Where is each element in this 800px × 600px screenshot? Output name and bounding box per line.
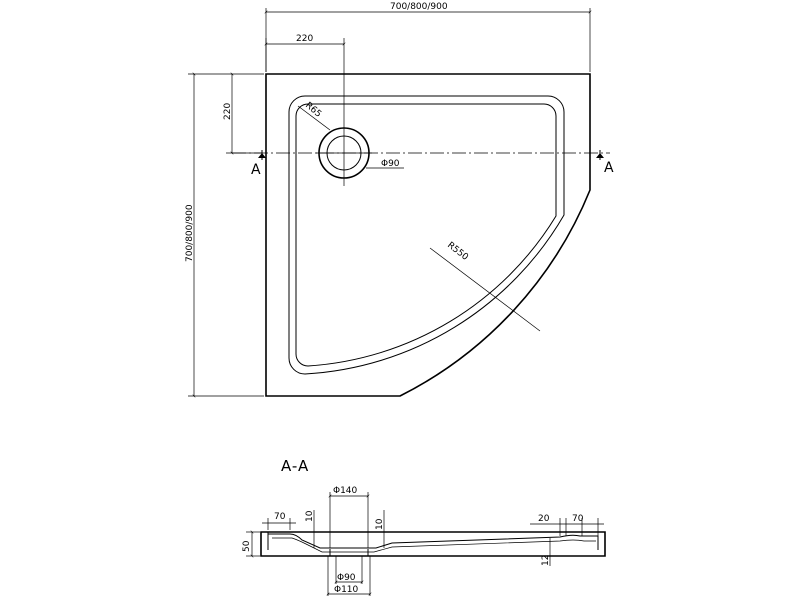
rim-right-label: 70 [572, 514, 584, 524]
section-top-surface [267, 532, 599, 550]
outlet-inner-label: Φ90 [337, 573, 356, 583]
drain-offset-x-label: 220 [296, 34, 313, 44]
section-body [260, 531, 606, 557]
drain-diameter-label: Φ90 [381, 159, 400, 169]
section-drain-well [329, 549, 369, 556]
basin-outer-edge [288, 95, 565, 375]
drain-offset-y-label: 220 [223, 103, 233, 120]
tray-outline [265, 73, 591, 397]
section-mark-right: A [604, 160, 614, 176]
outlet-outer-label: Φ110 [334, 585, 359, 595]
plan-view: A A 700/800/900 220 700/800/900 220 R65 … [185, 2, 614, 398]
drop-right-label: 10 [375, 518, 385, 530]
corner-radius-label: R65 [303, 101, 323, 120]
arc-radius-leader [429, 247, 541, 332]
rim-left-label: 70 [274, 512, 286, 522]
drop-left-label: 10 [305, 510, 315, 522]
corner-radius-leader [297, 105, 331, 131]
step-right-label: 20 [538, 514, 550, 524]
section-view: A-A Φ140 70 10 10 50 [242, 457, 606, 596]
floor-depth-label: 12 [541, 555, 551, 566]
section-title: A-A [281, 457, 309, 475]
arc-radius-label: R550 [445, 240, 470, 262]
top-diameter-label: Φ140 [333, 486, 358, 496]
basin-inner-edge [295, 103, 557, 367]
overall-width-label: 700/800/900 [390, 2, 448, 12]
overall-depth-label: 700/800/900 [185, 204, 195, 262]
height-label: 50 [242, 540, 252, 552]
section-mark-left: A [251, 162, 261, 178]
